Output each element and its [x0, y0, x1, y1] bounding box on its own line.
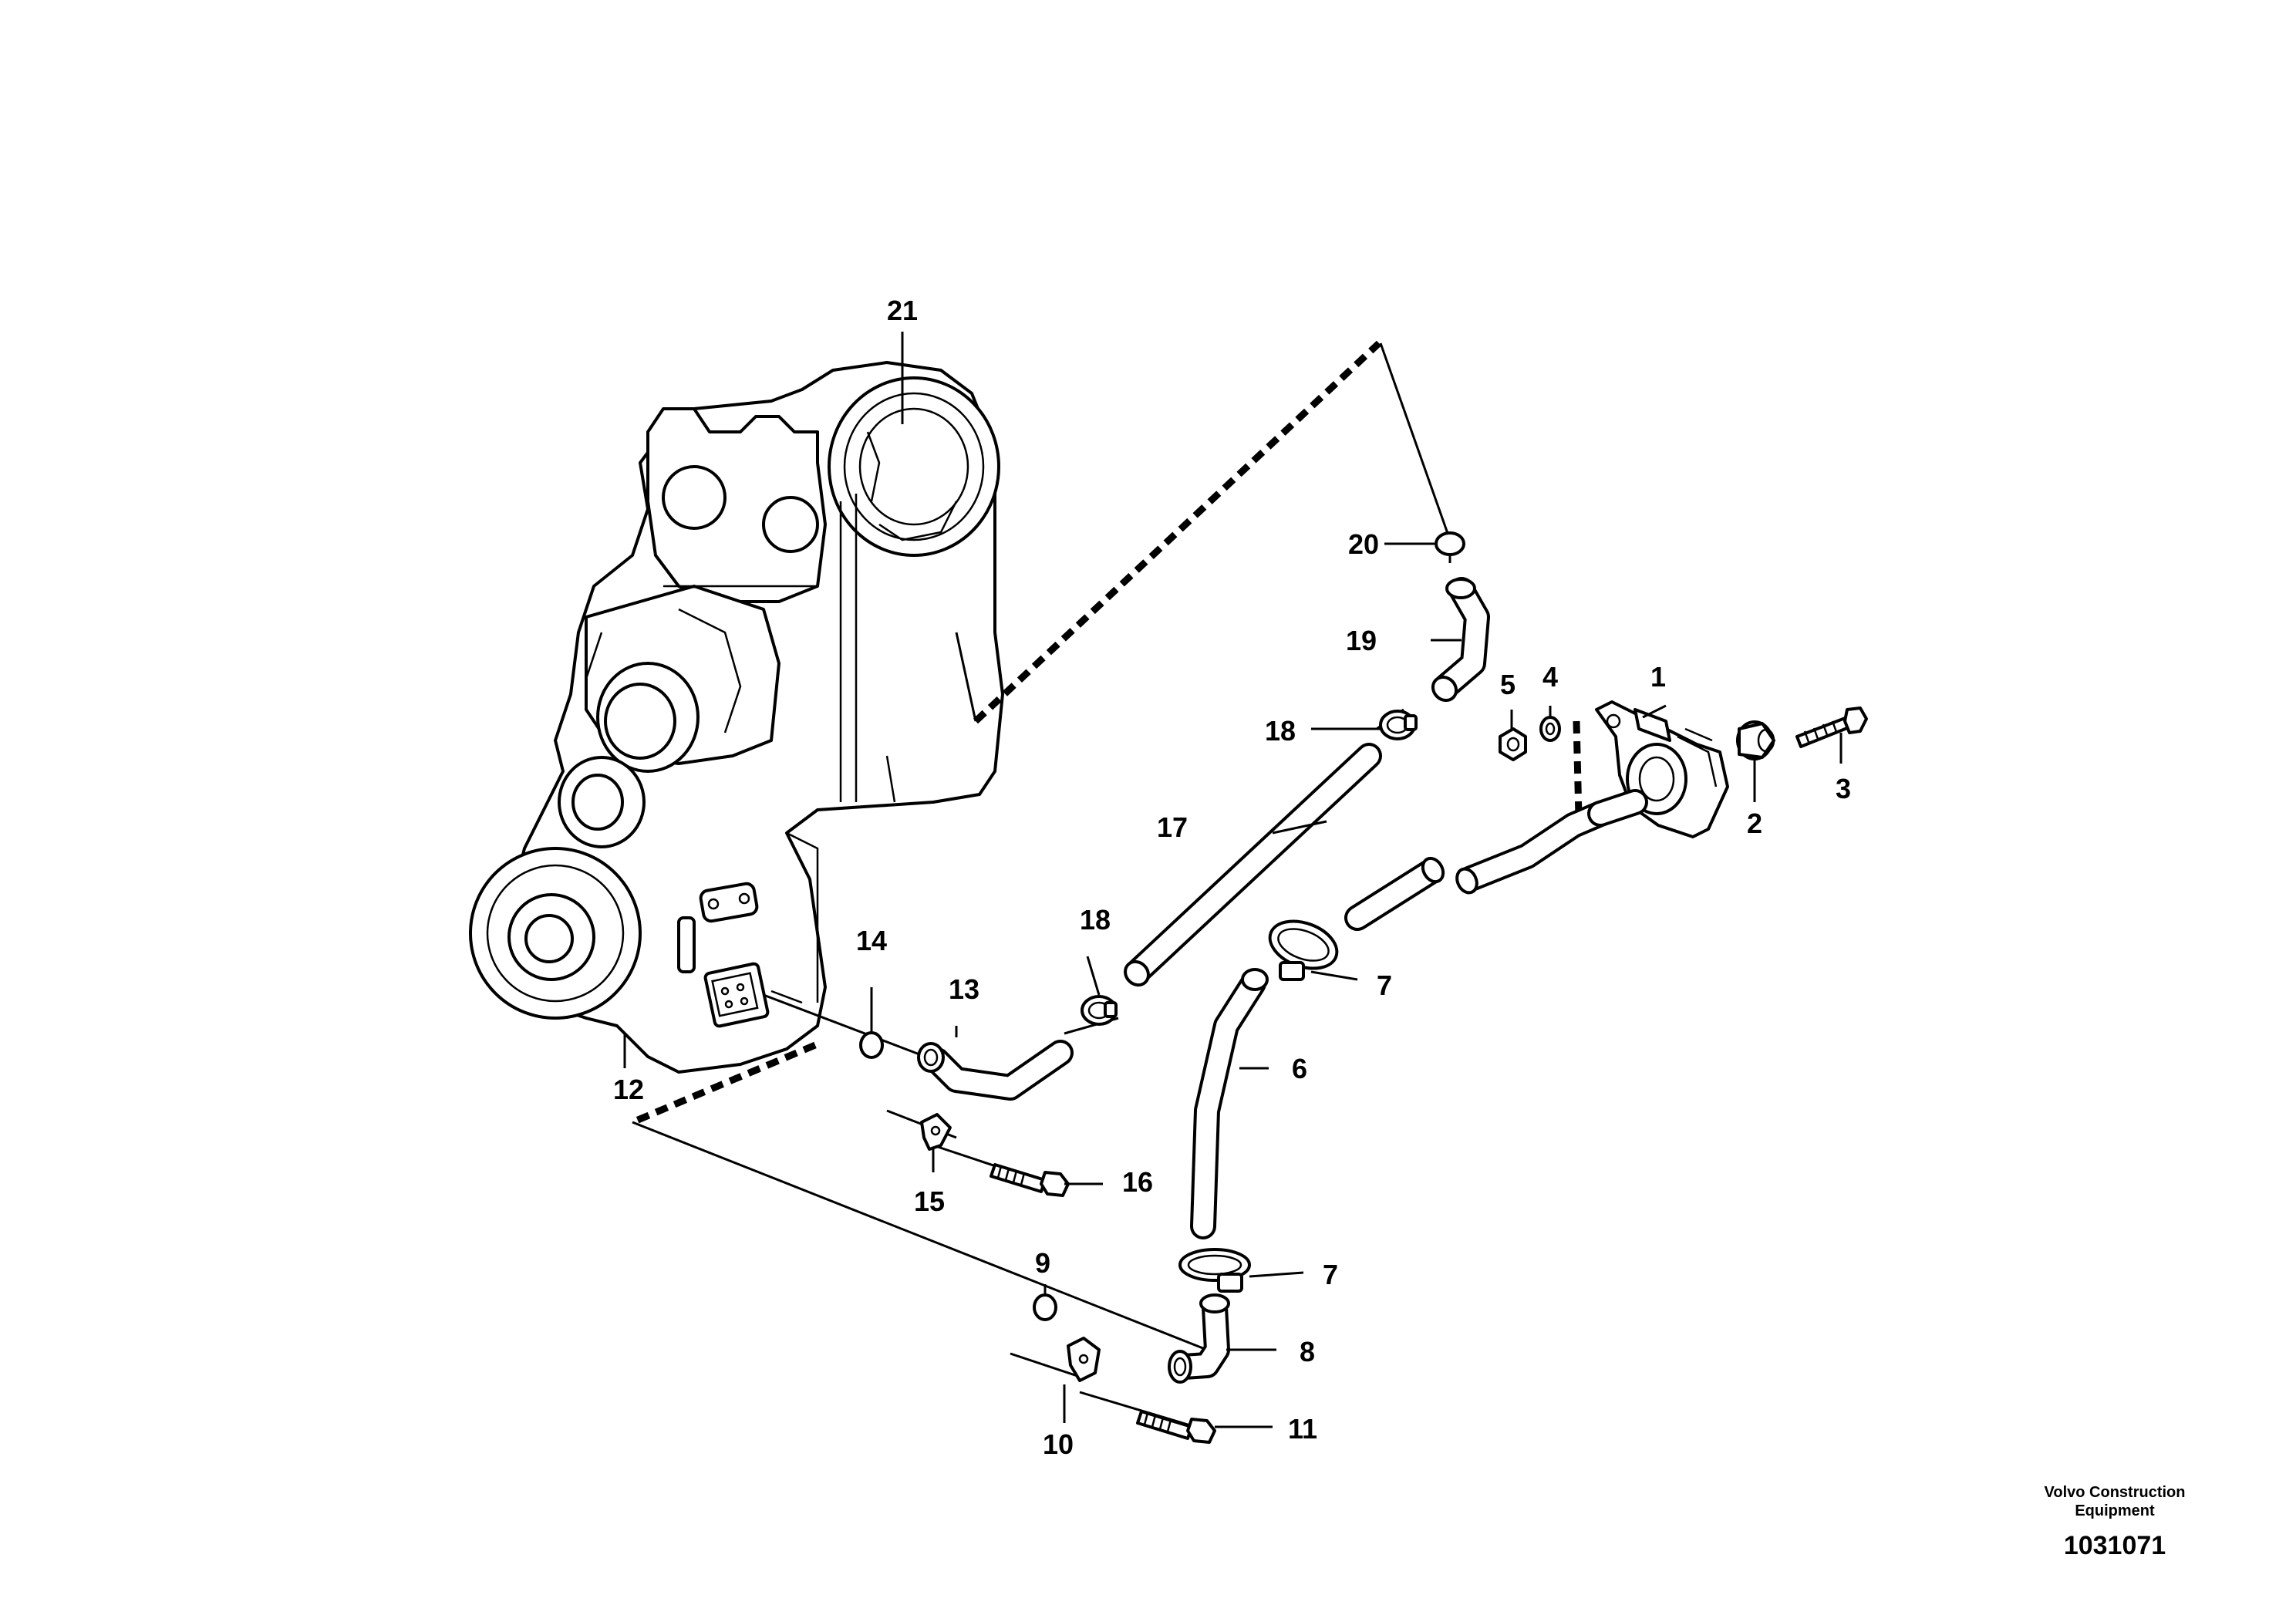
callout-1: 1	[1650, 661, 1666, 693]
callout-18-upper: 18	[1265, 715, 1296, 747]
bolt-3	[1795, 706, 1868, 748]
callout-7-upper: 7	[1377, 969, 1392, 1001]
callout-18-lower: 18	[1080, 904, 1111, 936]
hose-19	[1431, 577, 1490, 703]
callout-3: 3	[1836, 773, 1851, 804]
callout-17: 17	[1157, 811, 1188, 843]
callout-9: 9	[1035, 1247, 1050, 1279]
dashed-reference-lines	[631, 340, 1583, 1126]
o-ring-20	[1435, 531, 1465, 556]
bolt-11	[1136, 1410, 1216, 1444]
callout-15: 15	[914, 1185, 945, 1217]
elbow-8	[1168, 1293, 1230, 1384]
callout-11: 11	[1288, 1413, 1317, 1445]
callout-19: 19	[1346, 625, 1377, 656]
hose-upper-return	[1344, 801, 1613, 931]
washer-4	[1539, 716, 1561, 742]
hose-13	[917, 1040, 1074, 1101]
callout-5: 5	[1500, 669, 1515, 700]
spacer-2	[1736, 720, 1775, 760]
company-line-1: Volvo Construction	[2045, 1484, 2186, 1501]
callout-labels: 1 2 3 4 5 6 7 7 8 9 10 11 12 13 14 15 16…	[613, 295, 1851, 1460]
breather-bracket-1	[1587, 700, 1729, 838]
callout-12: 12	[613, 1074, 644, 1105]
drawing-number: 1031071	[2064, 1531, 2166, 1560]
hose-17	[1124, 743, 1382, 987]
hose-clamp-18-lower	[1081, 995, 1118, 1026]
transmission-housing	[469, 361, 1004, 1074]
callout-10: 10	[1043, 1428, 1074, 1460]
callout-6: 6	[1292, 1053, 1307, 1084]
hose-6	[1190, 968, 1269, 1239]
callout-21: 21	[887, 295, 918, 326]
pipe-clip-10	[1067, 1337, 1101, 1382]
callout-16: 16	[1122, 1166, 1153, 1198]
drawing-footer: Volvo Construction Equipment 1031071	[2045, 1484, 2186, 1560]
nut-5	[1499, 727, 1527, 761]
hose-clamp-7-upper	[1268, 919, 1339, 981]
callout-2: 2	[1747, 808, 1762, 839]
hose-clamp-7-lower	[1178, 1248, 1251, 1293]
callout-20: 20	[1348, 528, 1379, 560]
callout-leaders	[623, 332, 1843, 1428]
pipe-clip-15	[920, 1113, 952, 1151]
hose-clamp-18-upper	[1379, 710, 1418, 740]
callout-4: 4	[1542, 661, 1558, 693]
o-ring-9	[1033, 1293, 1057, 1321]
callout-7-lower: 7	[1323, 1259, 1338, 1290]
o-ring-14	[859, 1031, 884, 1059]
callout-14: 14	[856, 925, 887, 956]
callout-8: 8	[1300, 1336, 1315, 1367]
callout-13: 13	[949, 973, 979, 1005]
company-line-2: Equipment	[2075, 1502, 2155, 1519]
bolt-16	[990, 1163, 1070, 1197]
